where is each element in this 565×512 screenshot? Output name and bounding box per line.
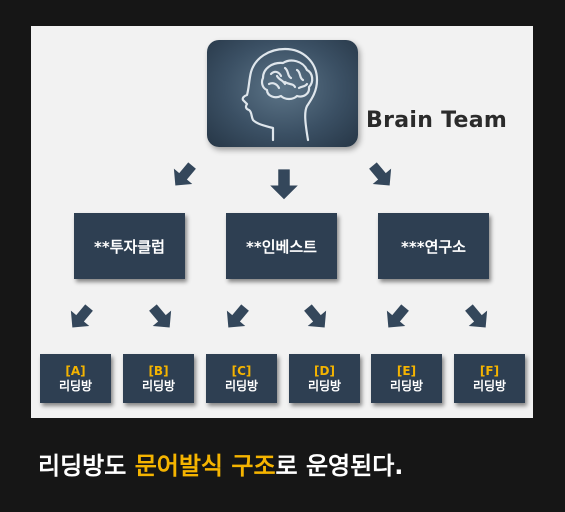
dept-label: ***연구소 [401, 237, 466, 256]
room-code: [F] [479, 363, 500, 378]
dept-box-3: ***연구소 [378, 213, 489, 279]
arrow-dept1-to-room-a [63, 299, 99, 336]
caption-part1: 리딩방도 [38, 452, 127, 480]
caption-part2: 로 운영된다. [275, 452, 404, 480]
room-box-a: [A] 리딩방 [40, 354, 111, 403]
room-label: 리딩방 [389, 378, 424, 393]
arrow-brain-to-dept-2 [270, 169, 298, 200]
room-label: 리딩방 [472, 378, 507, 393]
caption-highlight: 문어발식 구조 [134, 452, 276, 480]
room-code: [A] [65, 363, 86, 378]
caption: 리딩방도 문어발식 구조로 운영된다. [38, 446, 403, 481]
arrow-dept3-to-room-f [459, 299, 495, 336]
room-box-e: [E] 리딩방 [371, 354, 442, 403]
room-box-f: [F] 리딩방 [454, 354, 525, 403]
arrow-dept2-to-room-c [219, 299, 255, 336]
room-code: [C] [231, 363, 252, 378]
room-label: 리딩방 [224, 378, 259, 393]
arrow-dept3-to-room-e [379, 299, 415, 336]
arrow-brain-to-dept-3 [363, 157, 399, 194]
dept-box-2: **인베스트 [226, 213, 337, 279]
room-label: 리딩방 [307, 378, 342, 393]
dept-label: **투자클럽 [94, 237, 165, 256]
dept-label: **인베스트 [246, 237, 317, 256]
room-code: [E] [396, 363, 417, 378]
room-box-c: [C] 리딩방 [206, 354, 277, 403]
arrow-brain-to-dept-1 [166, 157, 202, 194]
brain-head-icon [241, 47, 319, 142]
room-label: 리딩방 [58, 378, 93, 393]
room-box-d: [D] 리딩방 [289, 354, 360, 403]
room-label: 리딩방 [141, 378, 176, 393]
arrow-dept1-to-room-b [143, 299, 179, 336]
brand-label: Brain Team [366, 108, 508, 133]
brain-team-box [207, 40, 358, 147]
arrow-dept2-to-room-d [298, 299, 334, 336]
room-code: [D] [314, 363, 335, 378]
room-code: [B] [148, 363, 169, 378]
dept-box-1: **투자클럽 [74, 213, 185, 279]
room-box-b: [B] 리딩방 [123, 354, 194, 403]
